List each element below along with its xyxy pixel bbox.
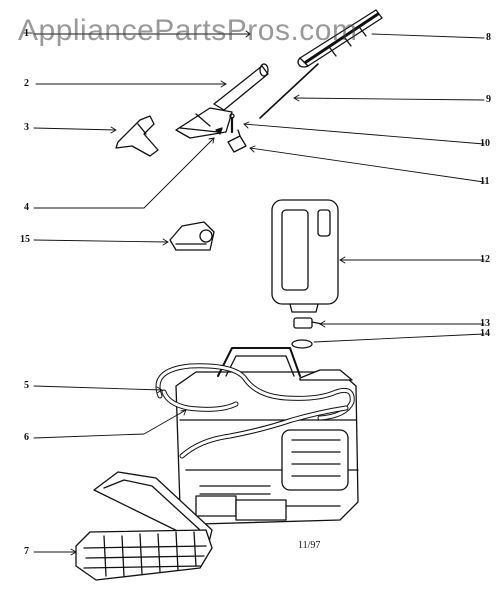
callout-12: 12 [480,254,490,265]
callout-1: 1 [24,28,29,39]
callout-7: 7 [24,546,29,557]
cleaner-body-icon [175,347,359,525]
callout-14: 14 [480,328,490,339]
callout-6: 6 [24,432,29,443]
callout-8: 8 [486,32,491,43]
o-ring-icon [291,339,313,349]
accessory-tray-icon [75,471,213,581]
callout-11: 11 [480,176,490,187]
callout-15: 15 [20,234,30,245]
callout-5: 5 [24,380,29,391]
callout-3: 3 [24,122,29,133]
tube-icon [259,63,319,119]
callout-13: 13 [480,318,490,329]
callout-4: 4 [24,202,29,213]
date-code: 11/97 [298,540,321,551]
callout-10: 10 [480,138,490,149]
hose-icon [155,363,355,421]
callout-2: 2 [24,78,29,89]
upholstery-tool-icon [175,63,269,139]
nozzle-attachment-icon [169,221,215,251]
callout-9: 9 [486,94,491,105]
cap-icon [293,317,323,329]
pin-icon [215,127,223,135]
crevice-nozzle-icon [115,115,159,157]
solution-tank-icon [271,199,339,313]
spring-icon [229,113,235,134]
valve-icon [227,129,247,153]
extension-wand-icon [297,9,383,68]
hose-lower-icon [179,405,349,459]
leader-lines [33,30,485,556]
